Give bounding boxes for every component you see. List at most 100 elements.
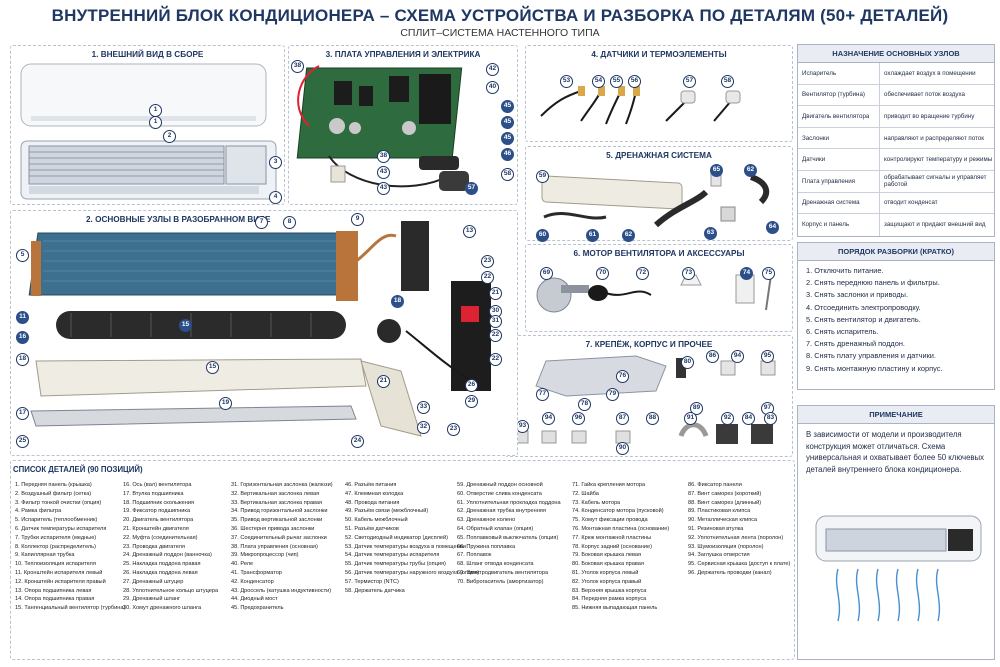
part-item: 34. Привод горизонтальной заслонки [231,508,328,515]
disassembly-steps: ПОРЯДОК РАЗБОРКИ (КРАТКО) 1. Отключить п… [797,242,995,390]
section-control-board: 3. ПЛАТА УПРАВЛЕНИЯ И ЭЛЕКТРИКА 38 42 40… [288,45,518,205]
part-item: 88. Винт саморез (длинный) [688,499,762,506]
callout-94b: 94 [542,412,555,425]
table-row: Двигатель вентилятора приводит во вращени… [798,106,994,128]
part-item: 29. Дренажный шланг [123,596,181,603]
part-item: 7. Трубки испарителя (медные) [15,534,97,541]
part-item: 52. Светодиодный индикатор (дисплей) [345,534,448,541]
part-item: 45. Предохранитель [231,605,284,612]
callout-89: 89 [690,402,703,415]
part-item: 31. Горизонтальная заслонка (жалюзи) [231,482,333,488]
callout-86: 86 [706,350,719,363]
part-item: 17. Втулка подшипника [123,490,184,497]
fasteners-illustration [513,355,776,444]
part-item: 22. Муфта (соединительная) [123,534,198,541]
part-item: 72. Шайба [572,490,599,497]
callout-94: 94 [731,350,744,363]
part-item: 81. Уголок корпуса левый [572,569,639,576]
part-item: 66. Пружина поплавка [457,543,516,550]
part-item: 80. Боковая крышка правая [572,561,644,568]
part-item: 76. Монтажная пластина (основание) [572,525,670,532]
part-item: 41. Трансформатор [231,569,282,576]
part-item: 15. Тангенциальный вентилятор (турбина) [15,605,126,612]
part-item: 64. Обратный клапан (опция) [457,525,534,532]
page-subtitle: СПЛИТ–СИСТЕМА НАСТЕННОГО ТИПА [400,27,600,39]
callout-9: 9 [351,213,364,226]
callout-18: 18 [16,353,29,366]
purpose-cell: защищают и придают внешний вид [884,221,986,229]
callout-95: 95 [761,350,774,363]
callout-43b: 43 [377,182,390,195]
part-item: 30. Хомут дренажного шланга [123,605,202,612]
part-item: 8. Коллектор (распределитель) [15,543,96,550]
part-item: 23. Проводка двигателя [123,543,185,550]
callout-40: 40 [486,81,499,94]
callout-87: 87 [616,412,629,425]
callout-62a: 62 [744,164,757,177]
part-item: 42. Конденсатор [231,578,274,585]
part-cell: Дренажная система [798,192,880,214]
part-item: 38. Плата управления (основная) [231,543,318,550]
part-item: 69. Электродвигатель вентилятора [457,569,549,576]
step-item: 1. Отключить питание. [806,266,884,275]
part-item: 59. Дренажный поддон основной [457,482,543,488]
part-item: 83. Верхняя крышка корпуса [572,587,647,594]
part-item: 91. Резиновая втулка [688,525,744,532]
part-item: 1. Передняя панель (крышка) [15,482,92,488]
callout-19: 19 [219,397,232,410]
section-title: 2. ОСНОВНЫЕ УЗЛЫ В РАЗОБРАННОМ ВИДЕ [86,215,271,224]
part-item: 2. Воздушный фильтр (сетка) [15,490,92,497]
callout-65: 65 [710,164,723,177]
callout-55: 55 [610,75,623,88]
section-title: 7. КРЕПЁЖ, КОРПУС И ПРОЧЕЕ [585,340,713,349]
purpose-cell: контролируют температуру и режимы [884,156,993,164]
section-fan-motor: 6. МОТОР ВЕНТИЛЯТОРА И АКСЕССУАРЫ 69 70 … [525,244,793,332]
callout-21b: 21 [377,375,390,388]
part-item: 37. Соединительный рычаг заслонки [231,534,327,541]
callout-11: 11 [16,311,29,324]
purpose-cell: приводит во вращение турбину [884,112,975,120]
section-title: 4. ДАТЧИКИ И ТЕРМОЭЛЕМЕНТЫ [591,50,727,59]
part-item: 10. Теплоизоляция испарителя [15,561,96,568]
part-item: 95. Сервисная крышка (доступ к плате) [688,561,791,568]
part-item: 65. Поплавковый выключатель (опция) [457,534,559,541]
part-cell: Вентилятор (турбина) [798,84,880,106]
callout-43a: 43 [377,166,390,179]
callout-92: 92 [721,412,734,425]
callout-7: 7 [255,216,268,229]
part-item: 13. Опора подшипника левая [15,587,92,594]
section-drainage: 5. ДРЕНАЖНАЯ СИСТЕМА 59 65 62 60 61 62 6… [525,146,793,242]
callout-73: 73 [682,267,695,280]
part-item: 25. Накладка поддона правая [123,561,201,568]
callout-26: 26 [465,379,478,392]
callout-2: 2 [163,130,176,143]
part-item: 58. Держатель датчика [345,587,405,594]
purpose-cell: направляют и распределяют поток [884,134,984,142]
purpose-cell: отводит конденсат [884,199,938,207]
callout-76: 76 [616,370,629,383]
callout-46: 46 [501,148,514,161]
callout-91: 91 [684,412,697,425]
callout-16: 16 [16,331,29,344]
section-title: 3. ПЛАТА УПРАВЛЕНИЯ И ЭЛЕКТРИКА [325,50,481,59]
page-title: ВНУТРЕННИЙ БЛОК КОНДИЦИОНЕРА – СХЕМА УСТ… [51,6,949,25]
part-cell: Плата управления [798,170,880,192]
callout-32: 32 [417,421,430,434]
part-item: 60. Отверстие слива конденсата [457,490,542,497]
callout-21: 21 [489,287,502,300]
callout-90: 90 [616,442,629,455]
callout-57: 57 [465,182,478,195]
section-external-view: 1. ВНЕШНИЙ ВИД В СБОРЕ 1 1 2 3 4 [10,45,285,205]
part-item: 9. Капиллярная трубка [15,552,75,559]
part-item: 43. Дроссель (катушка индуктивности) [231,587,332,594]
callout-54: 54 [592,75,605,88]
part-item: 28. Уплотнительное кольцо штуцера [123,587,219,594]
part-cell: Двигатель вентилятора [798,106,880,127]
callout-74: 74 [740,267,753,280]
callout-4: 4 [269,191,282,204]
part-item: 71. Гайка крепления мотора [572,482,646,488]
part-item: 40. Реле [231,561,254,568]
